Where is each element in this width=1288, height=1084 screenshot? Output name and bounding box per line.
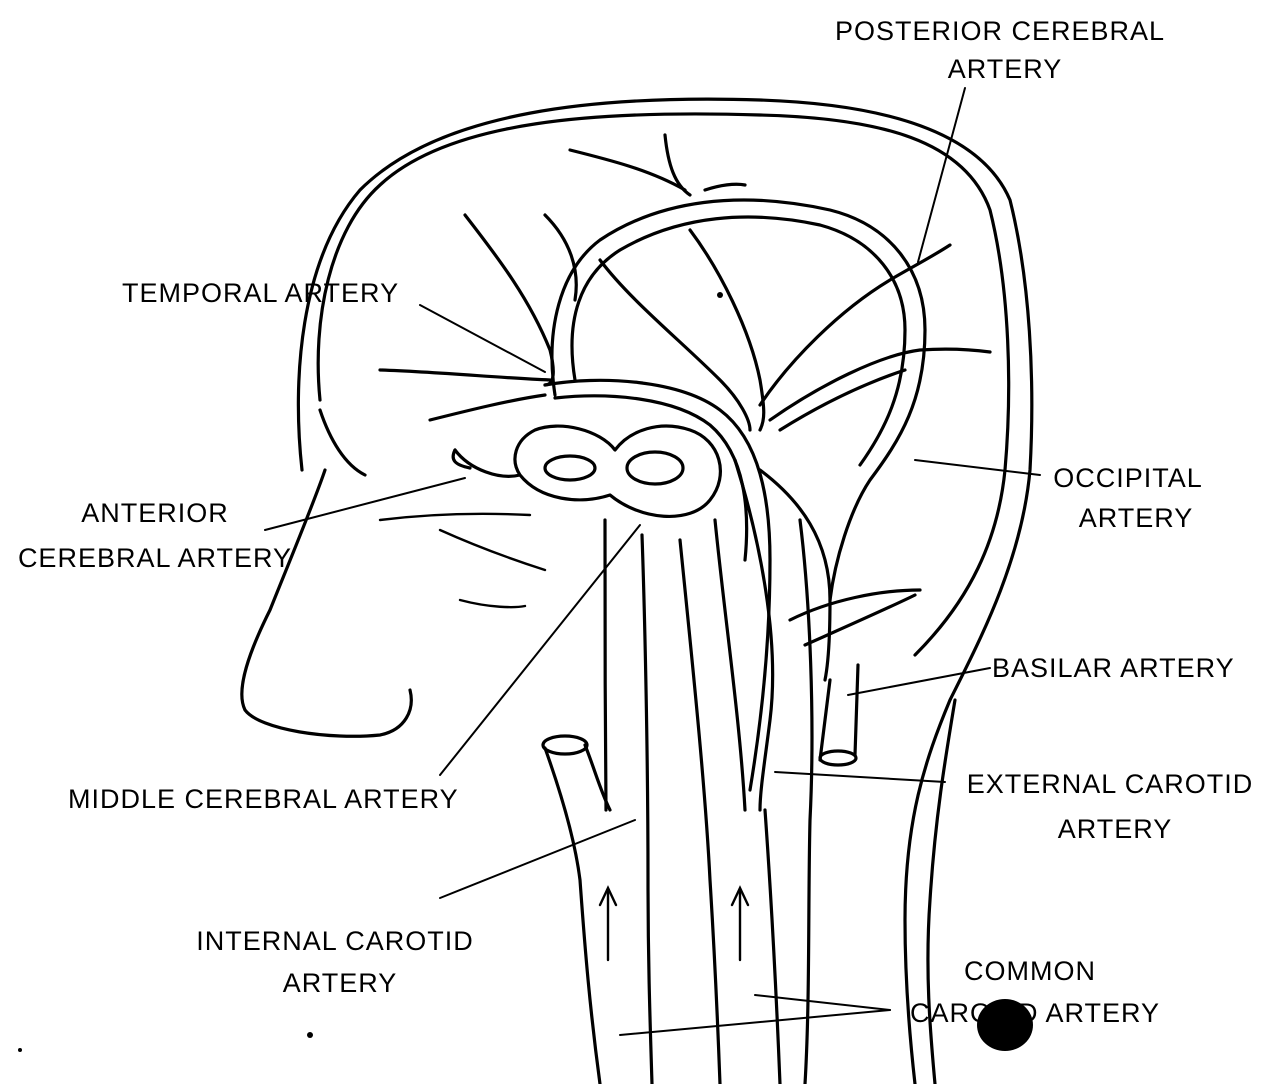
- brain-arteries: [380, 135, 990, 790]
- label-posterior-cerebral-line2: ARTERY: [948, 54, 1063, 84]
- label-temporal: TEMPORAL ARTERY: [122, 278, 399, 308]
- label-internal-carotid-line2: ARTERY: [283, 968, 398, 998]
- leader-internal-carotid: [440, 820, 635, 898]
- label-occipital-line1: OCCIPITAL: [1053, 463, 1203, 493]
- label-common-carotid-line2: CAROTID ARTERY: [910, 998, 1160, 1028]
- label-common-carotid-line1: COMMON: [964, 956, 1096, 986]
- leader-basilar: [848, 668, 990, 695]
- scan-specks: [18, 292, 1033, 1052]
- leader-anterior-cerebral: [265, 478, 465, 530]
- leader-lines: [265, 88, 1040, 1035]
- leader-posterior-cerebral: [918, 88, 965, 262]
- label-anterior-cerebral-line1: ANTERIOR: [81, 498, 229, 528]
- neck-vessels: [543, 460, 920, 1084]
- leader-occipital: [915, 460, 1040, 475]
- label-anterior-cerebral-line2: CEREBRAL ARTERY: [18, 543, 292, 573]
- leader-external-carotid: [775, 772, 945, 782]
- leader-middle-cerebral: [440, 525, 640, 775]
- label-basilar: BASILAR ARTERY: [992, 653, 1235, 683]
- leader-temporal: [420, 305, 545, 372]
- label-occipital-line2: ARTERY: [1079, 503, 1194, 533]
- leader-common-carotid-2: [620, 1010, 890, 1035]
- label-internal-carotid-line1: INTERNAL CAROTID: [196, 926, 474, 956]
- label-middle-cerebral: MIDDLE CEREBRAL ARTERY: [68, 784, 459, 814]
- label-external-carotid-line2: ARTERY: [1058, 814, 1173, 844]
- label-posterior-cerebral-line1: POSTERIOR CEREBRAL: [835, 16, 1165, 46]
- label-external-carotid-line1: EXTERNAL CAROTID: [967, 769, 1254, 799]
